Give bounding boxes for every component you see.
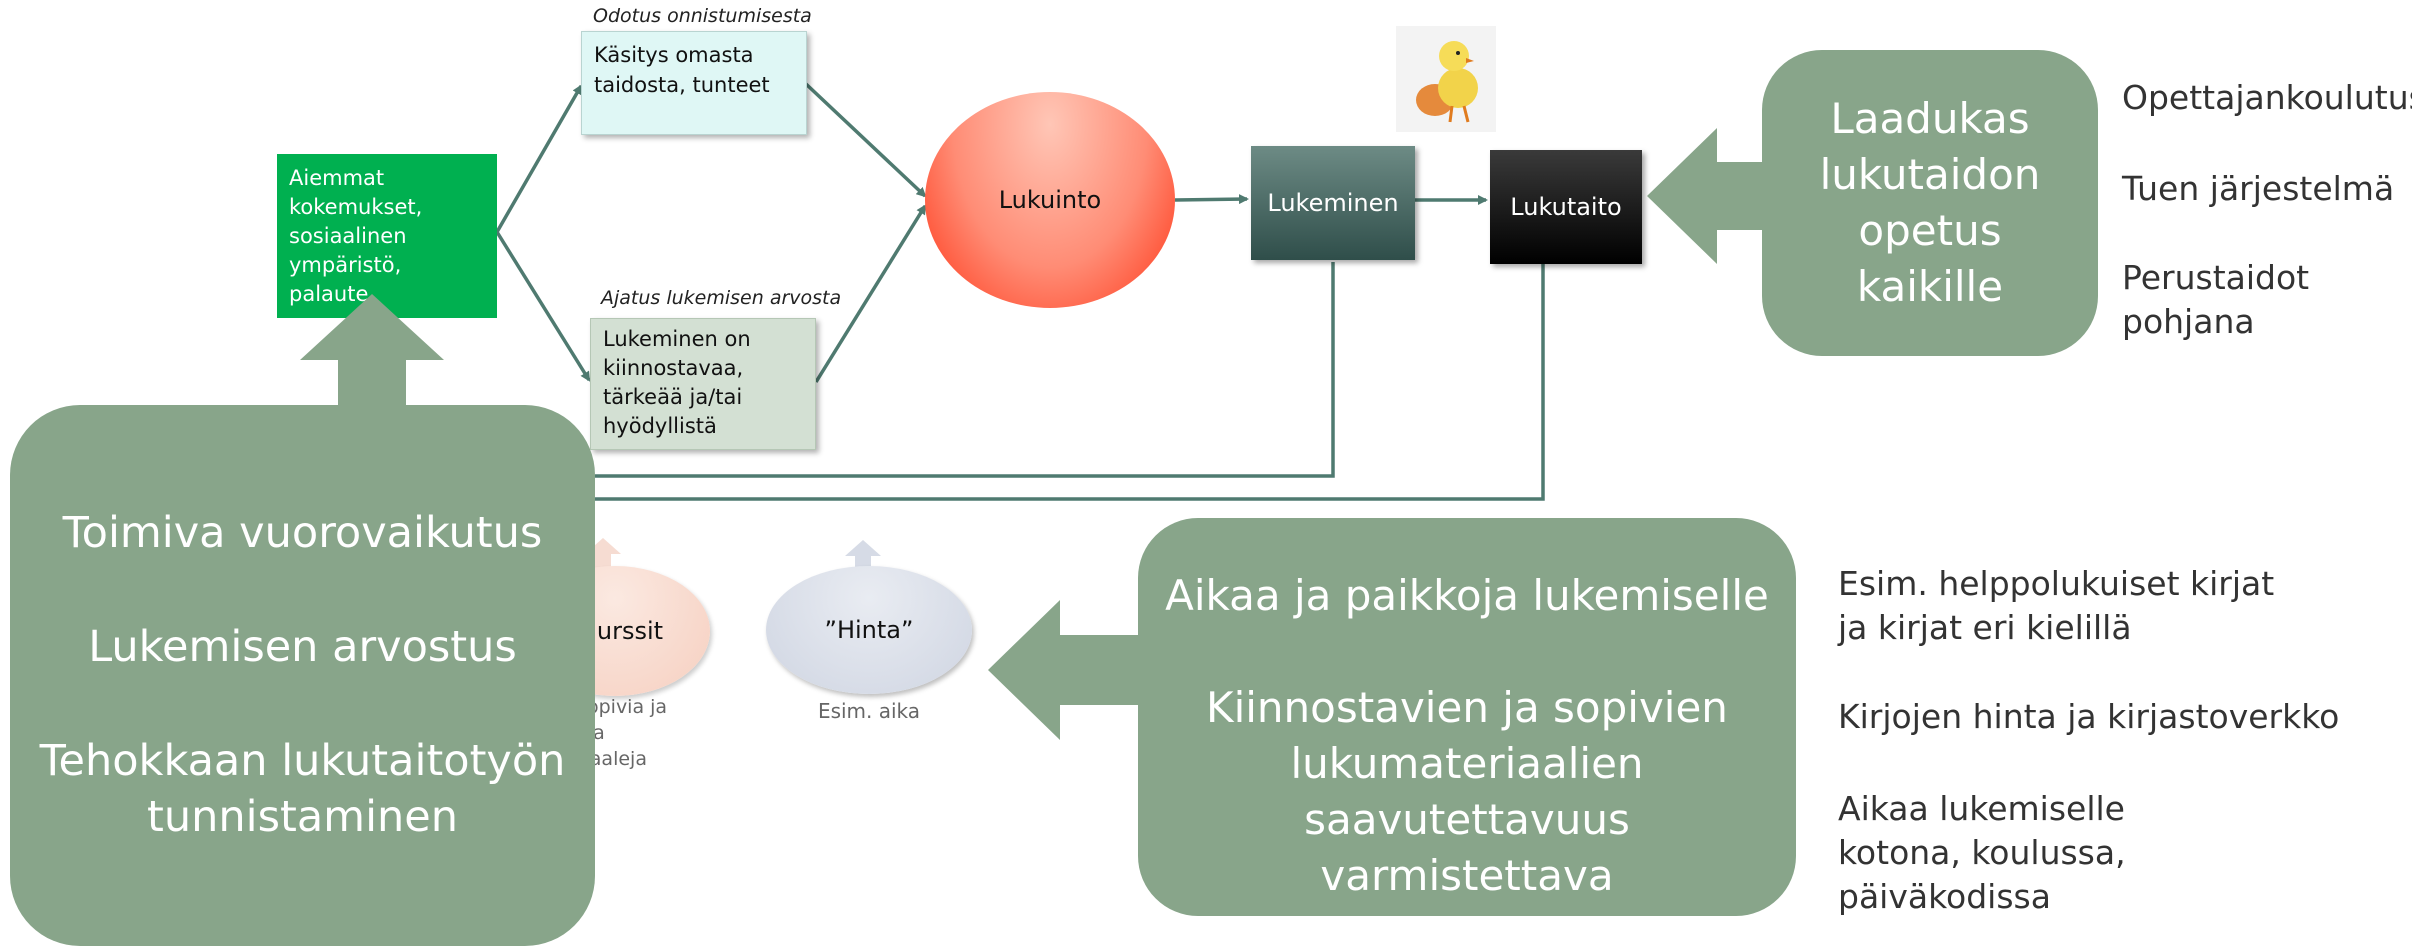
right-list-item-1: Opettajankoulutus <box>2122 78 2412 117</box>
access-panel: Aikaa ja paikkoja lukemiselle Kiinnostav… <box>1138 518 1796 916</box>
interaction-line-1: Toimiva vuorovaikutus <box>62 508 543 558</box>
arrow-lukuinto-lukeminen <box>1174 194 1249 205</box>
right-list-item-3: Perustaidot pohjana <box>2122 258 2310 341</box>
lukeminen-label: Lukeminen <box>1267 189 1399 217</box>
feedback-line-lukeminen <box>595 262 1335 478</box>
bottom-list-item-3: Aikaa lukemiselle kotona, koulussa, päiv… <box>1838 789 2126 916</box>
reading-value-box: Lukeminen on kiinnostavaa, tärkeää ja/ta… <box>590 318 816 450</box>
self-concept-box: Käsitys omasta taidosta, tunteet <box>581 31 807 135</box>
lukeminen-box: Lukeminen <box>1251 146 1415 260</box>
quality-teaching-text: Laadukas lukutaidon opetus kaikille <box>1819 94 2041 311</box>
prior-experiences-box: Aiemmat kokemukset, sosiaalinen ympärist… <box>277 154 497 318</box>
reading-value-text: Lukeminen on kiinnostavaa, tärkeää ja/ta… <box>603 327 751 438</box>
access-line-2: Kiinnostavien ja sopivien lukumateriaali… <box>1206 683 1728 900</box>
lukuinto-label: Lukuinto <box>998 186 1102 214</box>
price-ellipse: ”Hinta” <box>766 566 972 694</box>
line-arvo-lukuinto <box>814 204 927 383</box>
interaction-line-2: Lukemisen arvostus <box>88 622 517 672</box>
expectation-caption: Odotus onnistumisesta <box>593 5 812 27</box>
chick-egg-image <box>1396 26 1496 132</box>
right-list-item-2: Tuen järjestelmä <box>2122 169 2395 208</box>
price-small-arrow <box>845 540 881 572</box>
lukuinto-ellipse: Lukuinto <box>925 92 1175 308</box>
interaction-panel: Toimiva vuorovaikutus Lukemisen arvostus… <box>10 405 595 946</box>
line-kasitys-lukuinto <box>804 82 927 198</box>
bottom-list-item-2: Kirjojen hinta ja kirjastoverkko <box>1838 697 2340 736</box>
interaction-line-3: Tehokkaan lukutaitotyön tunnistaminen <box>39 736 566 842</box>
lukutaito-box: Lukutaito <box>1490 150 1642 264</box>
arrow-to-kasitys <box>495 84 583 233</box>
bottom-panel-arrow <box>988 600 1138 740</box>
resources-label: urssit <box>596 617 664 645</box>
value-caption: Ajatus lukemisen arvosta <box>601 287 842 309</box>
quality-teaching-panel: Laadukas lukutaidon opetus kaikille <box>1762 50 2098 356</box>
self-concept-text: Käsitys omasta taidosta, tunteet <box>594 43 770 97</box>
left-panel-up-arrow <box>300 294 444 414</box>
prior-experiences-text: Aiemmat kokemukset, sosiaalinen ympärist… <box>289 166 423 306</box>
access-line-1: Aikaa ja paikkoja lukemiselle <box>1165 571 1769 620</box>
lukutaito-label: Lukutaito <box>1510 193 1622 221</box>
right-panel-arrow <box>1647 128 1767 264</box>
feedback-line-lukutaito <box>595 264 1545 501</box>
price-label: ”Hinta” <box>824 616 914 644</box>
bottom-list-item-1: Esim. helppolukuiset kirjat ja kirjat er… <box>1838 564 2275 647</box>
arrow-to-lukeminen-on <box>495 231 591 382</box>
price-subtext: Esim. aika <box>817 699 921 723</box>
